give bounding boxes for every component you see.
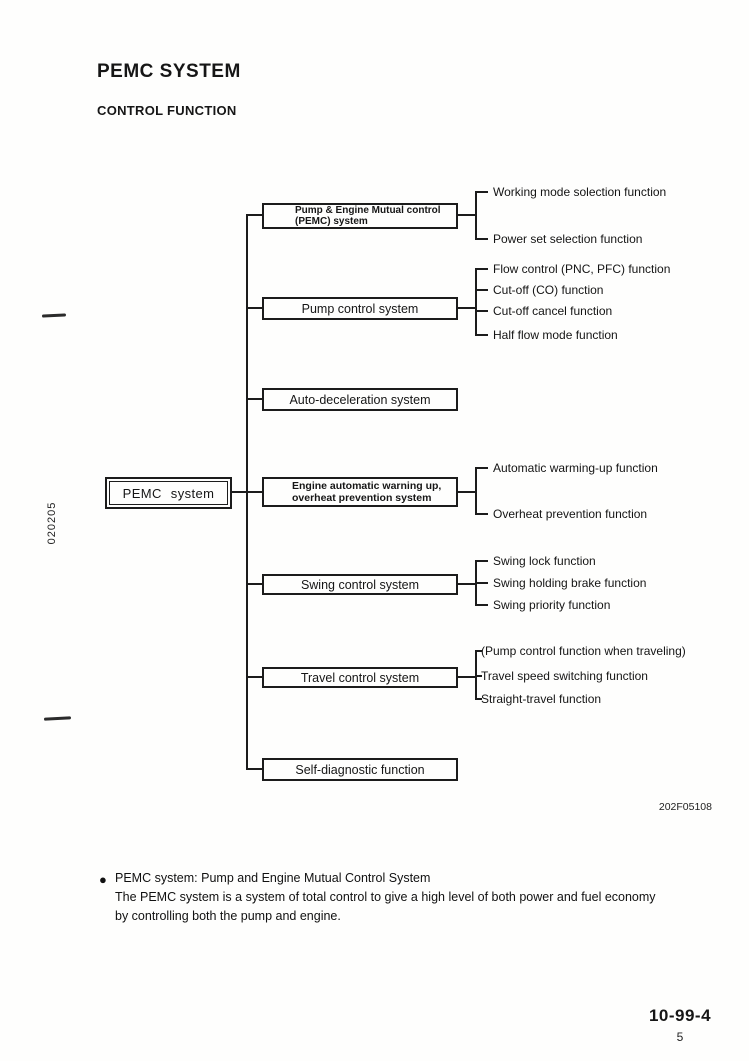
connector-line: [475, 467, 488, 469]
leaf-function: Flow control (PNC, PFC) function: [493, 262, 671, 276]
connector-line: [475, 268, 477, 336]
figure-code: 202F05108: [658, 801, 712, 813]
leaf-function: Power set selection function: [493, 232, 643, 246]
branch-box-auto-deceleration: Auto-deceleration system: [262, 388, 458, 411]
bullet-icon: ●: [99, 872, 107, 887]
connector-line: [246, 676, 262, 678]
leaf-function: Cut-off (CO) function: [493, 283, 604, 297]
margin-code: 020205: [46, 501, 58, 545]
page-sub-number: 5: [676, 1030, 684, 1044]
branch-box-label: (PEMC) system: [295, 216, 368, 227]
footnote-body-line: by controlling both the pump and engine.: [115, 909, 341, 923]
connector-line: [232, 491, 262, 493]
connector-line: [475, 698, 482, 700]
connector-line: [246, 398, 262, 400]
leaf-function: (Pump control function when traveling): [481, 644, 686, 658]
connector-line: [458, 583, 475, 585]
connector-line: [246, 214, 262, 216]
connector-line: [458, 214, 475, 216]
connector-line: [475, 513, 488, 515]
branch-box-engine-warmup: Engine automatic warning up, overheat pr…: [262, 477, 458, 507]
connector-line: [475, 268, 488, 270]
footnote-body-line: The PEMC system is a system of total con…: [115, 890, 656, 904]
branch-box-label: Travel control system: [300, 670, 420, 685]
leaf-function: Swing priority function: [493, 598, 611, 612]
branch-box-label: overheat prevention system: [292, 492, 432, 504]
connector-line: [475, 604, 488, 606]
connector-line: [246, 768, 262, 770]
connector-line: [475, 582, 488, 584]
connector-line: [458, 676, 475, 678]
footnote-title: PEMC system: Pump and Engine Mutual Cont…: [115, 871, 431, 885]
page-number: 10-99-4: [648, 1006, 712, 1025]
scan-smudge: [41, 313, 67, 318]
leaf-function: Swing lock function: [493, 554, 596, 568]
connector-line: [475, 675, 482, 677]
footnote: ● PEMC system: Pump and Engine Mutual Co…: [97, 869, 727, 926]
scan-smudge: [43, 716, 72, 721]
connector-line: [475, 191, 488, 193]
branch-box-swing-control: Swing control system: [262, 574, 458, 595]
connector-line: [475, 310, 488, 312]
connector-line: [475, 238, 488, 240]
branch-box-label: Pump control system: [301, 301, 419, 316]
connector-line: [475, 334, 488, 336]
leaf-function: Swing holding brake function: [493, 576, 647, 590]
leaf-function: Straight-travel function: [481, 692, 602, 706]
connector-line: [475, 560, 488, 562]
connector-line: [458, 491, 475, 493]
section-heading: CONTROL FUNCTION: [97, 103, 237, 118]
leaf-function: Automatic warming-up function: [493, 461, 658, 475]
branch-box-self-diagnostic: Self-diagnostic function: [262, 758, 458, 781]
connector-line: [475, 467, 477, 515]
branch-box-label: Engine automatic warning up,: [292, 479, 442, 492]
connector-line: [458, 307, 475, 309]
branch-box-pump-control: Pump control system: [262, 297, 458, 320]
connector-line: [475, 650, 482, 652]
leaf-function: Cut-off cancel function: [493, 304, 613, 318]
branch-box-label: Self-diagnostic function: [295, 762, 425, 777]
root-node-label: PEMC system: [109, 481, 228, 505]
connector-line: [246, 307, 262, 309]
connector-line: [475, 191, 477, 240]
page-title: PEMC SYSTEM: [97, 61, 241, 82]
leaf-function: Half flow mode function: [493, 328, 618, 342]
branch-box-travel-control: Travel control system: [262, 667, 458, 688]
branch-box-label: Auto-deceleration system: [289, 392, 431, 407]
leaf-function: Working mode solection function: [493, 185, 667, 199]
connector-line: [246, 583, 262, 585]
root-node-box: PEMC system: [105, 477, 232, 509]
branch-box-label: Pump & Engine Mutual control: [295, 204, 441, 216]
leaf-function: Travel speed switching function: [481, 669, 648, 683]
leaf-function: Overheat prevention function: [493, 507, 648, 521]
branch-box-label: Swing control system: [300, 577, 420, 592]
branch-box-pemc-mutual-control: Pump & Engine Mutual control (PEMC) syst…: [262, 203, 458, 229]
connector-line: [475, 289, 488, 291]
